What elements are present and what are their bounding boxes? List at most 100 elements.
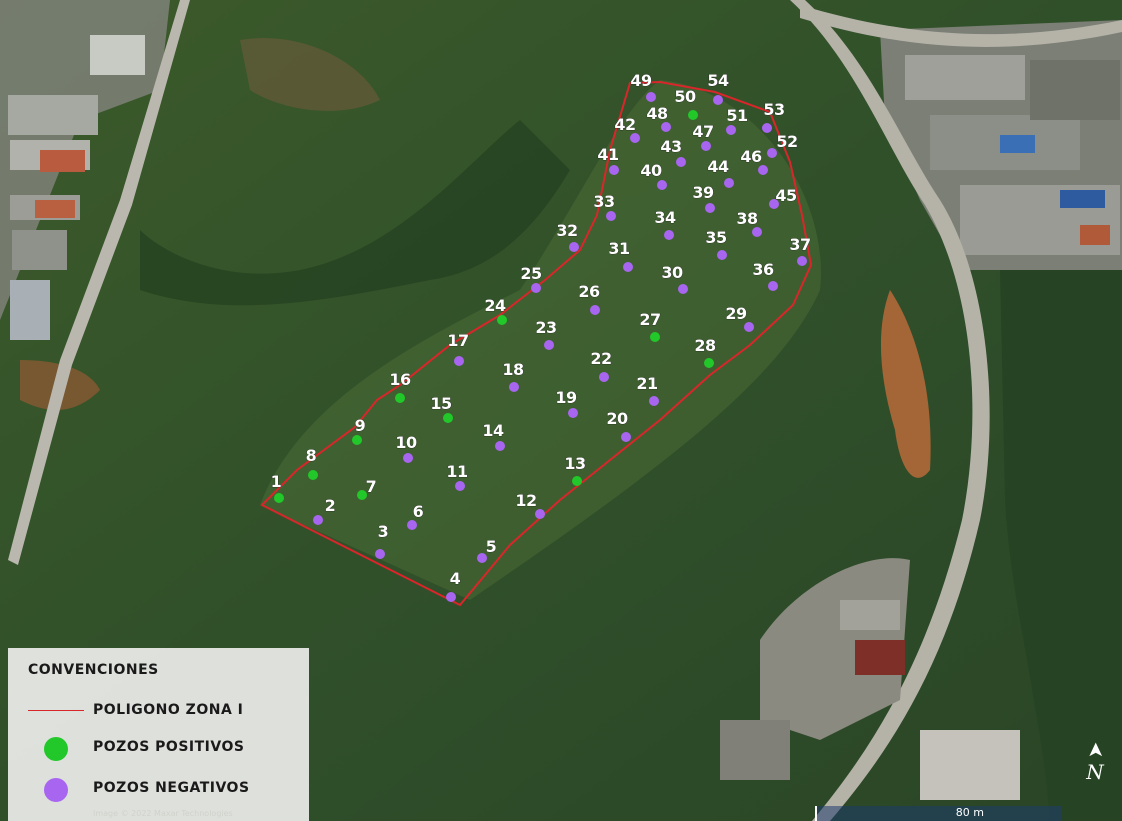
negative-well-dot[interactable]: [726, 125, 736, 135]
negative-well-dot[interactable]: [509, 382, 519, 392]
positive-well-dot[interactable]: [352, 435, 362, 445]
well-11[interactable]: 11: [446, 462, 469, 491]
negative-well-dot[interactable]: [544, 340, 554, 350]
well-32[interactable]: 32: [556, 221, 579, 252]
positive-well-dot[interactable]: [497, 315, 507, 325]
well-51[interactable]: 51: [726, 106, 749, 135]
well-21[interactable]: 21: [636, 374, 659, 406]
negative-well-dot[interactable]: [752, 227, 762, 237]
well-9[interactable]: 9: [352, 416, 366, 445]
negative-well-dot[interactable]: [621, 432, 631, 442]
well-46[interactable]: 46: [740, 147, 768, 175]
well-12[interactable]: 12: [515, 491, 545, 519]
well-8[interactable]: 8: [305, 446, 318, 480]
negative-well-dot[interactable]: [455, 481, 465, 491]
negative-well-dot[interactable]: [713, 95, 723, 105]
well-54[interactable]: 54: [707, 71, 730, 105]
positive-well-dot[interactable]: [443, 413, 453, 423]
positive-well-dot[interactable]: [650, 332, 660, 342]
well-19[interactable]: 19: [555, 388, 578, 418]
negative-well-dot[interactable]: [678, 284, 688, 294]
well-45[interactable]: 45: [769, 186, 798, 209]
negative-well-dot[interactable]: [375, 549, 385, 559]
well-49[interactable]: 49: [630, 71, 656, 102]
well-15[interactable]: 15: [430, 394, 453, 423]
negative-well-dot[interactable]: [661, 122, 671, 132]
negative-well-dot[interactable]: [606, 211, 616, 221]
negative-well-dot[interactable]: [758, 165, 768, 175]
negative-well-dot[interactable]: [599, 372, 609, 382]
negative-well-dot[interactable]: [717, 250, 727, 260]
positive-well-dot[interactable]: [395, 393, 405, 403]
negative-well-dot[interactable]: [649, 396, 659, 406]
negative-well-dot[interactable]: [403, 453, 413, 463]
well-17[interactable]: 17: [447, 331, 469, 366]
negative-well-dot[interactable]: [705, 203, 715, 213]
negative-well-dot[interactable]: [767, 148, 777, 158]
well-37[interactable]: 37: [789, 235, 811, 266]
positive-well-dot[interactable]: [572, 476, 582, 486]
well-42[interactable]: 42: [614, 115, 640, 143]
negative-well-dot[interactable]: [446, 592, 456, 602]
negative-well-dot[interactable]: [769, 199, 779, 209]
negative-well-dot[interactable]: [495, 441, 505, 451]
negative-well-dot[interactable]: [531, 283, 541, 293]
well-27[interactable]: 27: [639, 310, 661, 342]
negative-well-dot[interactable]: [477, 553, 487, 563]
positive-well-dot[interactable]: [704, 358, 714, 368]
well-20[interactable]: 20: [606, 409, 631, 442]
negative-well-dot[interactable]: [701, 141, 711, 151]
negative-well-dot[interactable]: [768, 281, 778, 291]
well-1[interactable]: 1: [270, 472, 284, 503]
positive-well-dot[interactable]: [688, 110, 698, 120]
well-44[interactable]: 44: [707, 157, 734, 188]
well-38[interactable]: 38: [736, 209, 762, 237]
well-13[interactable]: 13: [564, 454, 586, 486]
negative-well-dot[interactable]: [797, 256, 807, 266]
negative-well-dot[interactable]: [590, 305, 600, 315]
well-18[interactable]: 18: [502, 360, 525, 392]
negative-well-dot[interactable]: [454, 356, 464, 366]
well-2[interactable]: 2: [313, 496, 336, 525]
negative-well-dot[interactable]: [407, 520, 417, 530]
well-35[interactable]: 35: [705, 228, 728, 260]
well-36[interactable]: 36: [752, 260, 778, 291]
well-4[interactable]: 4: [446, 569, 461, 602]
well-39[interactable]: 39: [692, 183, 715, 213]
negative-well-dot[interactable]: [657, 180, 667, 190]
well-31[interactable]: 31: [608, 239, 633, 272]
negative-well-dot[interactable]: [313, 515, 323, 525]
well-48[interactable]: 48: [646, 104, 671, 132]
positive-well-dot[interactable]: [308, 470, 318, 480]
well-29[interactable]: 29: [725, 304, 754, 332]
negative-well-dot[interactable]: [676, 157, 686, 167]
well-6[interactable]: 6: [407, 502, 424, 530]
well-52[interactable]: 52: [767, 132, 798, 158]
well-40[interactable]: 40: [640, 161, 667, 190]
positive-well-dot[interactable]: [274, 493, 284, 503]
well-26[interactable]: 26: [578, 282, 601, 315]
well-28[interactable]: 28: [694, 336, 717, 368]
well-10[interactable]: 10: [395, 433, 418, 463]
well-50[interactable]: 50: [674, 87, 698, 120]
negative-well-dot[interactable]: [664, 230, 674, 240]
well-23[interactable]: 23: [535, 318, 557, 350]
well-7[interactable]: 7: [357, 477, 377, 500]
well-14[interactable]: 14: [482, 421, 505, 451]
well-30[interactable]: 30: [661, 263, 688, 294]
well-25[interactable]: 25: [520, 264, 543, 293]
negative-well-dot[interactable]: [744, 322, 754, 332]
zone-polygon[interactable]: [260, 80, 813, 607]
negative-well-dot[interactable]: [623, 262, 633, 272]
negative-well-dot[interactable]: [569, 242, 579, 252]
negative-well-dot[interactable]: [535, 509, 545, 519]
positive-well-dot[interactable]: [357, 490, 367, 500]
well-41[interactable]: 41: [597, 145, 620, 175]
well-53[interactable]: 53: [762, 100, 785, 133]
well-47[interactable]: 47: [692, 122, 714, 151]
well-5[interactable]: 5: [477, 537, 497, 563]
negative-well-dot[interactable]: [762, 123, 772, 133]
well-34[interactable]: 34: [654, 208, 677, 240]
negative-well-dot[interactable]: [609, 165, 619, 175]
well-24[interactable]: 24: [484, 296, 507, 325]
